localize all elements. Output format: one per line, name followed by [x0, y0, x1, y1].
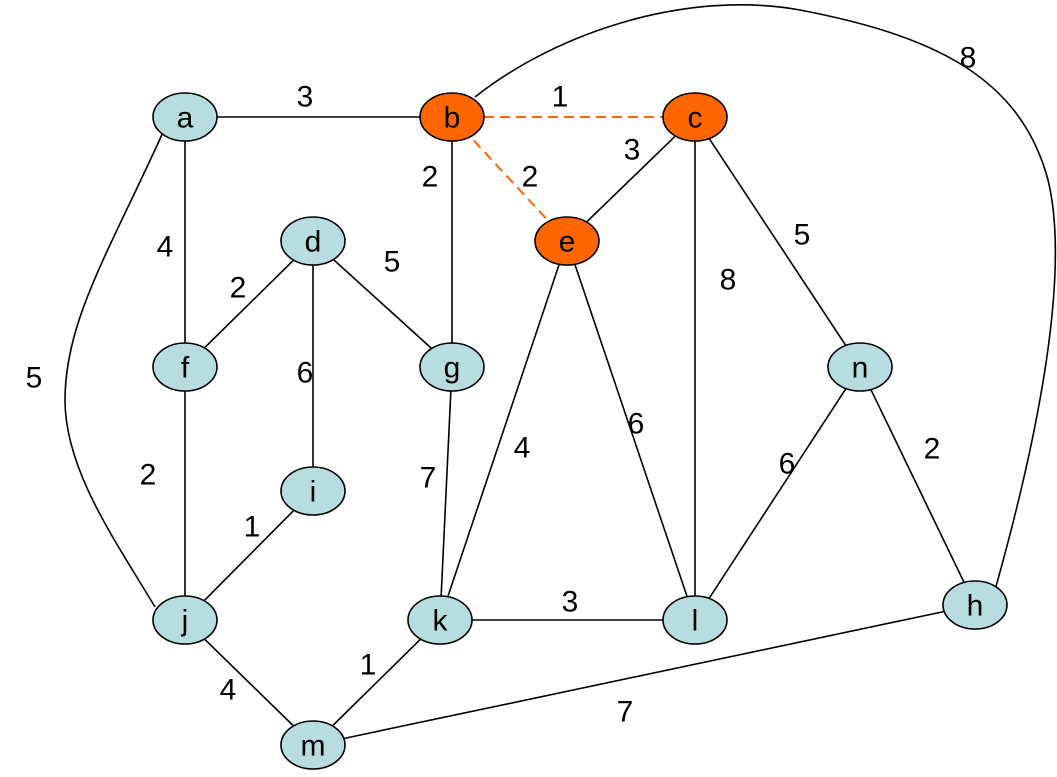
node-m-ellipse — [280, 720, 346, 770]
edge-e-k — [439, 240, 568, 621]
node-c-label: c — [688, 102, 703, 135]
edge-weight-j-m: 4 — [220, 674, 237, 707]
edge-weight-f-j: 2 — [140, 459, 157, 492]
node-k: k — [407, 595, 473, 645]
edge-m-h — [312, 604, 976, 746]
node-d-label: d — [305, 226, 322, 259]
edge-d-f — [184, 240, 314, 368]
edge-weight-b-g: 2 — [422, 161, 439, 194]
node-l-ellipse — [662, 595, 728, 645]
edge-d-g — [312, 240, 453, 368]
node-b-label: b — [444, 102, 461, 135]
node-a: a — [152, 92, 218, 142]
node-e-label: e — [559, 226, 576, 259]
edge-weight-g-k: 7 — [420, 462, 437, 495]
node-h-label: h — [967, 590, 984, 623]
edge-i-j — [184, 490, 314, 621]
node-h-ellipse — [942, 580, 1008, 630]
edge-weight-c-l: 8 — [720, 264, 737, 297]
node-f-label: f — [181, 352, 190, 385]
edge-j-m — [184, 619, 314, 746]
edge-weight-n-h: 2 — [924, 433, 941, 466]
edge-n-h — [859, 366, 976, 606]
node-e-ellipse — [534, 216, 600, 266]
node-n-label: n — [852, 352, 869, 385]
node-g-ellipse — [419, 342, 485, 392]
edge-weight-b-c: 1 — [552, 81, 569, 114]
edges-layer — [64, 4, 1057, 746]
edge-weight-a-f: 4 — [157, 231, 174, 264]
node-n: n — [827, 342, 893, 392]
node-m: m — [280, 720, 346, 770]
node-g: g — [419, 342, 485, 392]
node-k-label: k — [433, 605, 449, 638]
node-c-ellipse — [662, 92, 728, 142]
edge-weight-c-e: 3 — [624, 134, 641, 167]
edge-weight-b-e: 2 — [522, 161, 539, 194]
node-g-label: g — [444, 352, 461, 385]
edge-weight-l-n: 6 — [779, 448, 796, 481]
node-f-ellipse — [152, 342, 218, 392]
edge-k-m — [312, 619, 441, 746]
edge-weight-m-h: 7 — [617, 696, 634, 729]
nodes-layer: a b c d e f g h i j k l m n — [152, 92, 1008, 770]
node-j: j — [152, 595, 218, 645]
node-d: d — [280, 216, 346, 266]
edge-b-h — [474, 4, 1057, 591]
node-h: h — [942, 580, 1008, 630]
node-n-ellipse — [827, 342, 893, 392]
node-a-label: a — [177, 102, 194, 135]
node-f: f — [152, 342, 218, 392]
edge-c-e — [566, 116, 696, 242]
edge-weight-e-l: 6 — [628, 408, 645, 441]
edge-c-n — [694, 116, 861, 368]
node-e: e — [534, 216, 600, 266]
node-b: b — [419, 92, 485, 142]
node-c: c — [662, 92, 728, 142]
weights-layer: 3 4 5 1 2 2 8 3 8 5 2 5 6 4 6 2 7 1 4 3 1 6 2 7 — [26, 42, 977, 729]
edge-g-k — [439, 366, 453, 621]
node-j-ellipse — [152, 595, 218, 645]
node-a-ellipse — [152, 92, 218, 142]
edge-b-e — [451, 116, 568, 242]
node-m-label: m — [301, 730, 326, 763]
edge-a-j — [64, 127, 166, 608]
node-k-ellipse — [407, 595, 473, 645]
edge-weight-a-b: 3 — [297, 81, 314, 114]
node-l-label: l — [692, 605, 699, 638]
edge-weight-e-k: 4 — [514, 432, 531, 465]
node-l: l — [662, 595, 728, 645]
edge-weight-k-m: 1 — [360, 649, 377, 682]
node-i-label: i — [310, 476, 317, 509]
edge-weight-i-j: 1 — [244, 511, 261, 544]
node-j-label: j — [181, 605, 189, 638]
node-d-ellipse — [280, 216, 346, 266]
edge-weight-c-n: 5 — [794, 219, 811, 252]
edge-weight-d-g: 5 — [384, 246, 401, 279]
edge-weight-d-f: 2 — [230, 272, 247, 305]
edge-weight-k-l: 3 — [562, 586, 579, 619]
edge-e-l — [566, 240, 696, 621]
node-i-ellipse — [280, 466, 346, 516]
edge-weight-a-j: 5 — [26, 362, 43, 395]
edge-l-n — [694, 366, 861, 621]
node-i: i — [280, 466, 346, 516]
node-b-ellipse — [419, 92, 485, 142]
edge-weight-b-h: 8 — [960, 42, 977, 75]
edge-weight-d-i: 6 — [297, 357, 314, 390]
